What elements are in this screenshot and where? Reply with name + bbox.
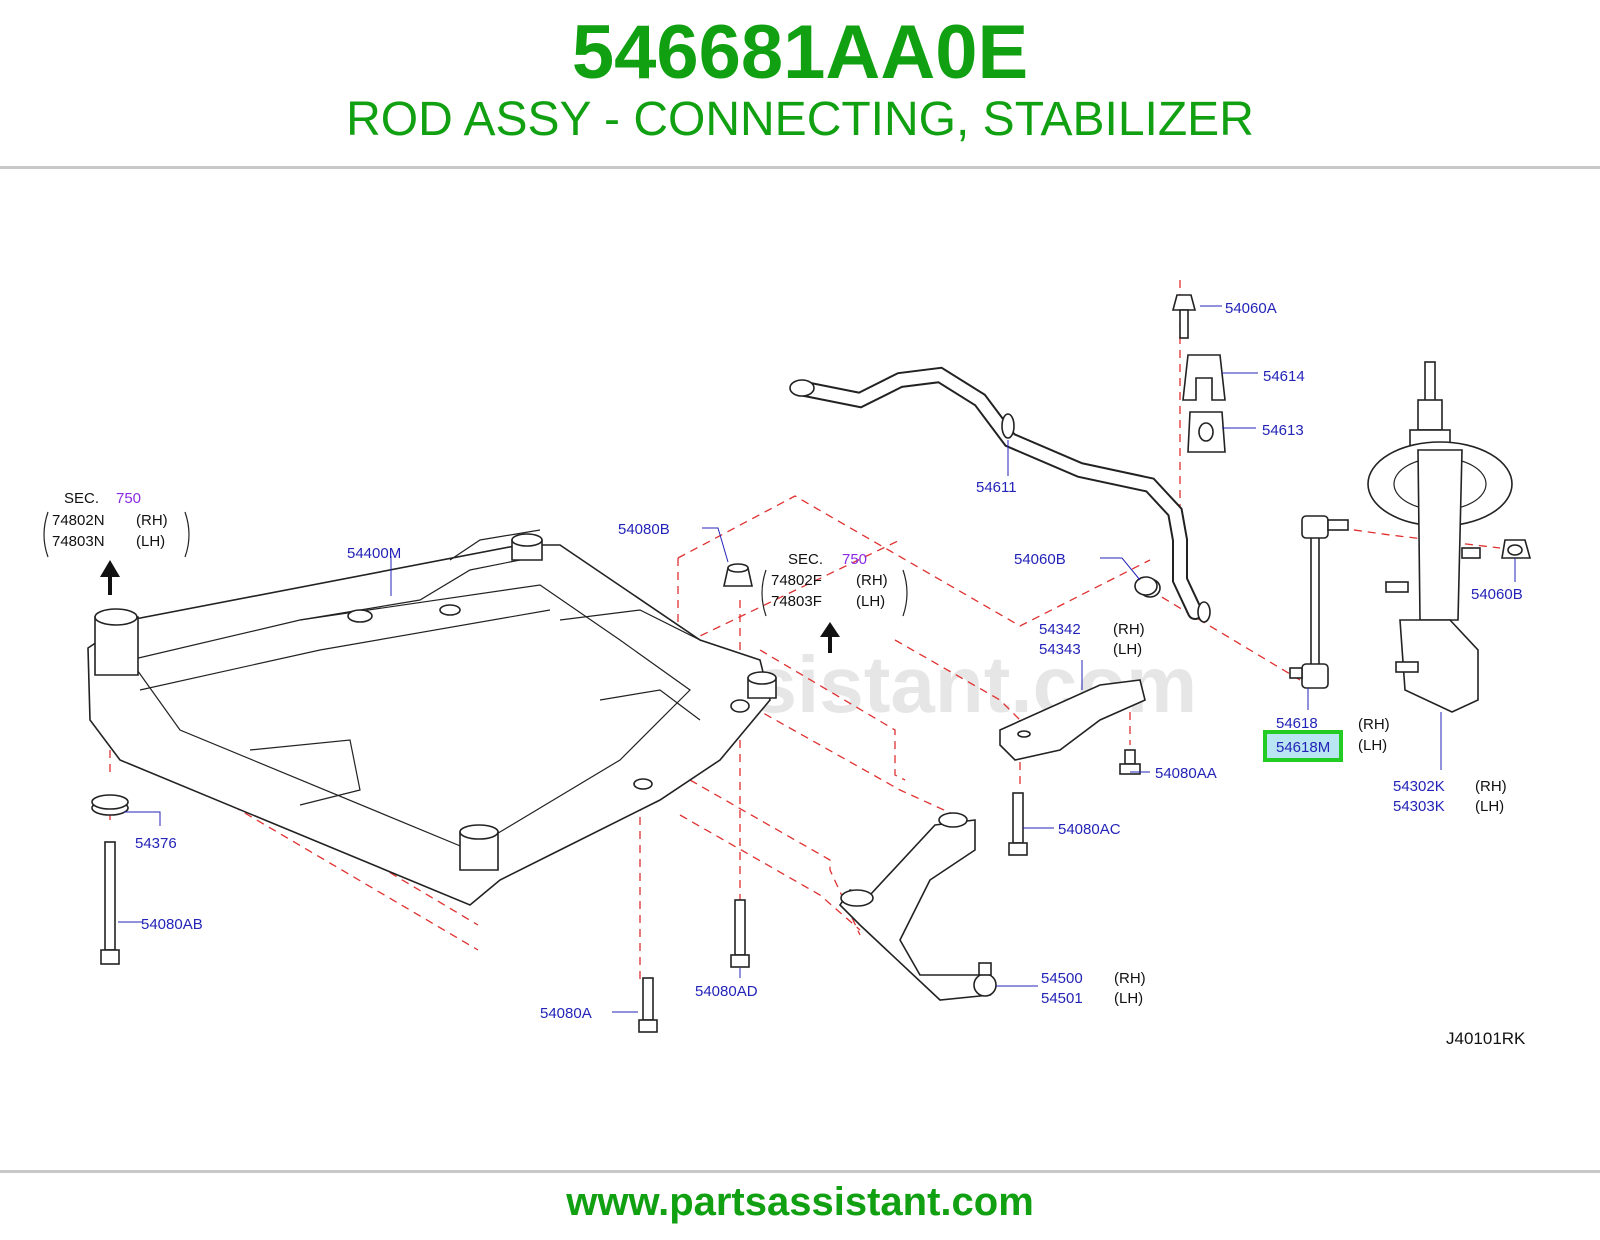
label-54618[interactable]: 54618 bbox=[1276, 715, 1318, 732]
label-54060B-right[interactable]: 54060B bbox=[1471, 586, 1523, 603]
nut-54080B bbox=[723, 563, 753, 587]
label-54080AA[interactable]: 54080AA bbox=[1155, 765, 1217, 782]
svg-text:750: 750 bbox=[842, 551, 867, 568]
washer-54376 bbox=[91, 794, 129, 816]
bolt-54080AC bbox=[1008, 792, 1028, 856]
svg-text:SEC.: SEC. bbox=[788, 551, 823, 568]
label-54501-side: (LH) bbox=[1114, 990, 1143, 1007]
svg-text:74802F: 74802F bbox=[771, 572, 822, 589]
label-54501[interactable]: 54501 bbox=[1041, 990, 1083, 1007]
label-54080AD[interactable]: 54080AD bbox=[695, 983, 758, 1000]
bolt-54080AA bbox=[1119, 749, 1141, 775]
drawing-code: J40101RK bbox=[1446, 1029, 1526, 1048]
svg-text:750: 750 bbox=[116, 490, 141, 507]
label-54500[interactable]: 54500 bbox=[1041, 970, 1083, 987]
front-strut-assembly bbox=[1367, 361, 1513, 713]
svg-text:(LH): (LH) bbox=[856, 593, 885, 610]
svg-text:(LH): (LH) bbox=[136, 533, 165, 550]
label-54611[interactable]: 54611 bbox=[976, 479, 1017, 496]
highlight-box-54618M bbox=[1263, 730, 1343, 762]
bolt-54080AD bbox=[730, 899, 750, 968]
stabilizer-connecting-rod bbox=[1289, 515, 1349, 689]
bolt-54080AB bbox=[100, 841, 120, 965]
lower-control-arm bbox=[838, 812, 997, 1001]
label-54342-side: (RH) bbox=[1113, 621, 1145, 638]
label-leader-lines bbox=[118, 305, 1516, 1013]
part-name-subtitle: ROD ASSY - CONNECTING, STABILIZER bbox=[346, 93, 1254, 146]
sec-arrow-left bbox=[100, 560, 120, 595]
stabilizer-clamp-54614 bbox=[1182, 354, 1226, 401]
label-54614[interactable]: 54614 bbox=[1263, 368, 1305, 385]
label-54303K[interactable]: 54303K bbox=[1393, 798, 1445, 815]
nut-54060B-right bbox=[1501, 539, 1532, 559]
label-54080B[interactable]: 54080B bbox=[618, 521, 670, 538]
label-54303K-side: (LH) bbox=[1475, 798, 1504, 815]
bolt-54080A bbox=[638, 977, 658, 1033]
label-54400M[interactable]: 54400M bbox=[347, 545, 401, 562]
nut-54060B-left bbox=[1134, 576, 1158, 596]
label-54302K[interactable]: 54302K bbox=[1393, 778, 1445, 795]
sec-reference-middle[interactable]: SEC. 750 74802F (RH) 74803F (LH) bbox=[771, 551, 888, 610]
label-54343-side: (LH) bbox=[1113, 641, 1142, 658]
front-subframe bbox=[87, 529, 777, 906]
label-54343[interactable]: 54343 bbox=[1039, 641, 1081, 658]
bottom-divider bbox=[0, 1170, 1600, 1173]
sec-bracket-mid-open bbox=[761, 569, 767, 617]
label-54080AB[interactable]: 54080AB bbox=[141, 916, 203, 933]
label-54080AC[interactable]: 54080AC bbox=[1058, 821, 1121, 838]
label-54618M-highlighted[interactable]: 54618M bbox=[1276, 739, 1330, 756]
label-54060A[interactable]: 54060A bbox=[1225, 300, 1277, 317]
bolt-54060A bbox=[1171, 294, 1197, 339]
svg-text:74803N: 74803N bbox=[52, 533, 105, 550]
svg-text:SEC.: SEC. bbox=[64, 490, 99, 507]
svg-text:(RH): (RH) bbox=[856, 572, 888, 589]
svg-text:(RH): (RH) bbox=[136, 512, 168, 529]
label-54302K-side: (RH) bbox=[1475, 778, 1507, 795]
sec-reference-left[interactable]: SEC. 750 74802N (RH) 74803N (LH) bbox=[52, 490, 168, 550]
svg-text:74803F: 74803F bbox=[771, 593, 822, 610]
sec-bracket-mid-close bbox=[902, 569, 908, 617]
label-54500-side: (RH) bbox=[1114, 970, 1146, 987]
sec-bracket-left-close bbox=[184, 511, 190, 558]
label-54613[interactable]: 54613 bbox=[1262, 422, 1304, 439]
label-54060B-left[interactable]: 54060B bbox=[1014, 551, 1066, 568]
label-54618M-side: (LH) bbox=[1358, 737, 1387, 754]
svg-text:74802N: 74802N bbox=[52, 512, 105, 529]
label-54342[interactable]: 54342 bbox=[1039, 621, 1081, 638]
stabilizer-bushing-54613 bbox=[1187, 411, 1226, 453]
sec-bracket-left-open bbox=[43, 511, 49, 558]
front-stay-bracket bbox=[999, 679, 1146, 761]
label-54376[interactable]: 54376 bbox=[135, 835, 177, 852]
sec-arrow-middle bbox=[820, 622, 840, 653]
part-number-title: 546681AA0E bbox=[571, 10, 1029, 95]
label-54618-side: (RH) bbox=[1358, 716, 1390, 733]
label-54080A[interactable]: 54080A bbox=[540, 1005, 592, 1022]
footer-website-link[interactable]: www.partsassistant.com bbox=[566, 1180, 1034, 1224]
top-divider bbox=[0, 166, 1600, 169]
